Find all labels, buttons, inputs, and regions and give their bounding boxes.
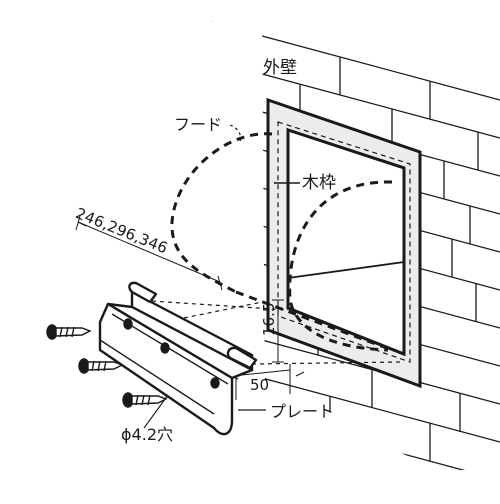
hood-label: フード — [174, 115, 223, 134]
height-dimension — [272, 299, 284, 363]
screw-icon — [46, 324, 92, 340]
brick-course-line — [210, 59, 500, 139]
wood-frame — [266, 97, 422, 389]
plate-hole — [160, 342, 170, 354]
screw-icon — [78, 358, 124, 374]
hole-leader — [143, 394, 169, 429]
plate-hole — [210, 377, 220, 389]
wall-label: 外壁 — [263, 58, 297, 78]
hood-curve-inner — [288, 180, 393, 352]
width-dimension — [75, 215, 223, 291]
plate-label: プレート — [270, 402, 335, 421]
brick-course-line — [210, 401, 500, 470]
dim-50-label: 50 — [250, 376, 270, 394]
screws — [46, 324, 168, 408]
brick-course-line — [210, 21, 500, 101]
plate-hole — [123, 318, 133, 330]
height-dim-label: 16.5 — [260, 302, 278, 336]
hood-leader — [229, 124, 242, 143]
screw-icon — [122, 392, 168, 408]
wood-frame-label: 木枠 — [302, 173, 336, 193]
plate — [98, 281, 258, 436]
hole-label: ϕ4.2穴 — [121, 425, 174, 444]
